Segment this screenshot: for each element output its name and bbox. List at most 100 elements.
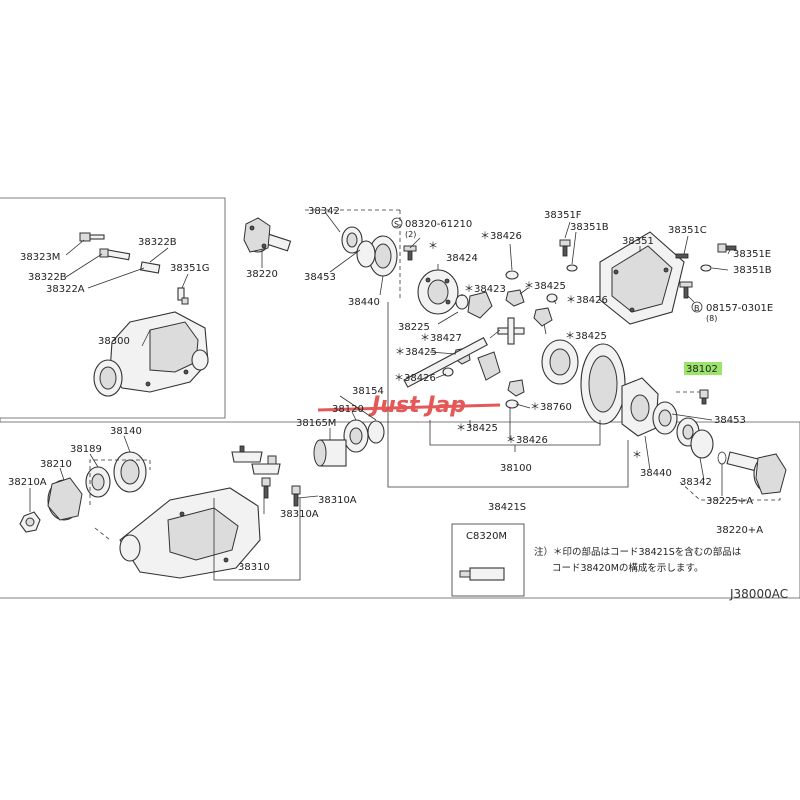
label-38351C[interactable]: 38351C [668,225,707,236]
label-38189[interactable]: 38189 [70,444,102,455]
label-38351[interactable]: 38351 [622,236,654,247]
differential-case-38424[interactable] [417,269,459,315]
bolt-38102[interactable] [699,389,709,405]
label-38220A[interactable]: 38220+A [716,525,763,536]
label-38310[interactable]: 38310 [238,562,270,573]
label-38120[interactable]: 38120 [332,404,364,415]
companion-flange-38210[interactable] [47,477,83,521]
bearing-cap-38310A-b[interactable] [251,455,281,475]
gasket-38351B-b[interactable] [700,264,712,272]
pinion-mate-gear-38425-b[interactable] [533,307,553,327]
label-38427[interactable]: ＊38427 [420,333,462,344]
label-38351F[interactable]: 38351F [544,210,582,221]
bearing-38440[interactable] [356,235,398,277]
label-38424[interactable]: 38424 [446,253,478,264]
label-38351E[interactable]: 38351E [733,249,771,260]
sealant-tube-C8320M[interactable] [459,567,505,581]
drain-plug-38351E[interactable] [717,243,737,253]
pinion-mate-washer-38426-d[interactable] [505,399,519,409]
label-38322B-a[interactable]: 38322B [138,237,177,248]
label-38351G[interactable]: 38351G [170,263,210,274]
side-flange-38220-A[interactable] [726,451,787,495]
snap-ring-38225A[interactable] [717,451,727,465]
gasket-38351B-a[interactable] [566,264,578,272]
label-38342-a[interactable]: 38342 [308,206,340,217]
breather-pipe-38322A[interactable] [99,248,161,274]
label-08320-61210[interactable]: 08320-61210 [405,219,472,230]
oil-seal-38342[interactable] [341,226,363,254]
label-38102[interactable]: 38102 [686,364,718,375]
label-38300[interactable]: 38300 [98,336,130,347]
label-38425-d[interactable]: ＊38425 [456,423,498,434]
label-38220[interactable]: 38220 [246,269,278,280]
label-08157-0301E[interactable]: 08157-0301E [706,303,773,314]
group-bracket-38100 [429,420,601,452]
label-38351B-a[interactable]: 38351B [570,222,609,233]
label-38323M[interactable]: 38323M [20,252,60,263]
bearing-cap-38310A-a[interactable] [231,445,263,463]
group-bracket-38310 [213,498,301,581]
label-38453-a[interactable]: 38453 [304,272,336,283]
nut-38210A[interactable] [19,511,41,533]
pinion-mate-shaft-38427[interactable] [497,317,525,345]
label-38351B-b[interactable]: 38351B [733,265,772,276]
side-bearing-38760[interactable] [541,339,579,385]
pinion-mate-gear-38425-a[interactable] [505,289,525,307]
bearing-38440-c[interactable] [690,429,714,459]
bolt-08320-61210[interactable] [403,245,417,261]
leader-lines [29,211,731,514]
bolt-38323M[interactable] [79,232,105,242]
label-38100[interactable]: 38100 [500,463,532,474]
differential-housing-38300[interactable] [93,311,209,397]
label-38421S[interactable]: 38421S [488,502,526,513]
label-38426-c[interactable]: ＊38426 [394,373,436,384]
breather-38351G[interactable] [177,287,189,305]
companion-flange-38120[interactable] [343,419,369,453]
label-38210A[interactable]: 38210A [8,477,47,488]
label-38210[interactable]: 38210 [40,459,72,470]
label-38342-b[interactable]: 38342 [680,477,712,488]
label-08157-qty: (8) [706,314,717,323]
bearing-38453-b[interactable] [652,401,678,435]
side-flange-38220[interactable] [243,217,292,253]
side-gear-38423[interactable] [455,291,493,319]
filler-plug-38351F[interactable] [559,239,571,257]
label-38760[interactable]: ＊38760 [530,402,572,413]
pinion-bearing-38154[interactable] [367,420,385,444]
rear-cover-38351[interactable] [599,231,685,325]
label-38154[interactable]: 38154 [352,386,384,397]
bolt-08157-0301E[interactable] [679,281,693,299]
label-38425-c[interactable]: ＊38425 [395,347,437,358]
label-38310A-a[interactable]: 38310A [318,495,357,506]
stud-38351C[interactable] [675,253,689,259]
label-38225-a[interactable]: 38225 [398,322,430,333]
label-38440-a[interactable]: 38440 [348,297,380,308]
label-38426-d[interactable]: ＊38426 [506,435,548,446]
label-38140[interactable]: 38140 [110,426,142,437]
pinion-mate-gear-38425-d[interactable] [507,379,525,397]
differential-carrier-38440-b[interactable] [621,377,659,437]
label-38425-a[interactable]: ＊38425 [524,281,566,292]
label-38426-a[interactable]: ＊38426 [480,231,522,242]
label-38453-b[interactable]: 38453 [714,415,746,426]
label-38310A-b[interactable]: 38310A [280,509,319,520]
label-38426-b[interactable]: ＊38426 [566,295,608,306]
label-38425-b[interactable]: ＊38425 [565,331,607,342]
label-38322A[interactable]: 38322A [46,284,85,295]
drive-pinion-38100[interactable] [403,337,501,388]
label-C8320M[interactable]: C8320M [466,531,507,542]
label-38322B-b[interactable]: 38322B [28,272,67,283]
label-38423[interactable]: ＊38423 [464,284,506,295]
pinion-mate-washer-38426-a[interactable] [505,270,519,280]
collapsible-spacer-38165M[interactable] [313,439,347,467]
label-38440-b[interactable]: 38440 [640,468,672,479]
cap-bolt-38310A-c[interactable] [261,477,271,499]
oil-seal-38189[interactable] [85,466,111,498]
cap-bolt-38310A-d[interactable] [291,485,301,507]
pinion-mate-washer-38426-b[interactable] [546,293,558,303]
pinion-bearing-38140[interactable] [113,451,147,493]
ring-gear-38100[interactable] [580,343,626,425]
gear-carrier-38310[interactable] [119,487,261,579]
label-38225A[interactable]: 38225+A [706,496,753,507]
label-38165M[interactable]: 38165M [296,418,336,429]
